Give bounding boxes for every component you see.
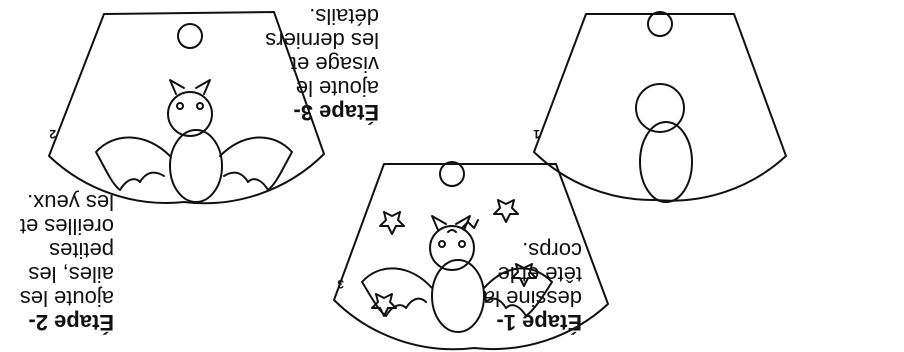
crown-detail: [462, 220, 478, 228]
step-2-badge: 2: [49, 127, 56, 141]
step-3-text: Étape 3- ajoute le visage et les dernier…: [219, 4, 379, 124]
step-1-text: Étape 1- dessine la tête et le corps.: [382, 238, 582, 334]
fan-outline: [534, 14, 786, 201]
step-2-line: ailes, les: [0, 262, 114, 286]
bat-body-outline: [170, 130, 222, 202]
right-eye: [177, 103, 183, 109]
step-3-badge: 3: [337, 277, 344, 291]
right-ear: [170, 80, 184, 94]
step-3-line: visage et: [219, 52, 379, 76]
left-wing: [220, 137, 292, 190]
star-icon: [380, 212, 404, 234]
mouth: [448, 230, 456, 232]
step-1-badge: 1: [533, 127, 540, 141]
step-2-line: petites: [0, 238, 114, 262]
step-3-line: ajoute le: [219, 76, 379, 100]
step-3-title: Étape 3-: [219, 100, 379, 124]
step-1-title: Étape 1-: [382, 310, 582, 334]
step-2-title: Étape 2-: [0, 310, 114, 334]
fan-pin-hole: [178, 24, 202, 48]
right-wing: [96, 137, 170, 190]
bat-head-outline: [168, 92, 212, 136]
bat-body-outline: [640, 122, 692, 202]
step-2-text: Étape 2- ajoute les ailes, les petites o…: [0, 190, 114, 334]
step-1-line: dessine la: [382, 286, 582, 310]
step-3-line: détails.: [219, 4, 379, 28]
step-1-fan: [534, 12, 786, 202]
step-2-line: ajoute les: [0, 286, 114, 310]
fan-pin-hole: [648, 12, 672, 36]
step-3-line: les derniers: [219, 28, 379, 52]
step-2-line: oreilles et: [0, 214, 114, 238]
left-ear: [196, 80, 210, 94]
left-eye: [197, 103, 203, 109]
step-1-line: corps.: [382, 238, 582, 262]
star-icon: [494, 200, 518, 222]
step-2-line: les yeux.: [0, 190, 114, 214]
fan-pin-hole: [440, 162, 464, 186]
step-1-line: tête et le: [382, 262, 582, 286]
